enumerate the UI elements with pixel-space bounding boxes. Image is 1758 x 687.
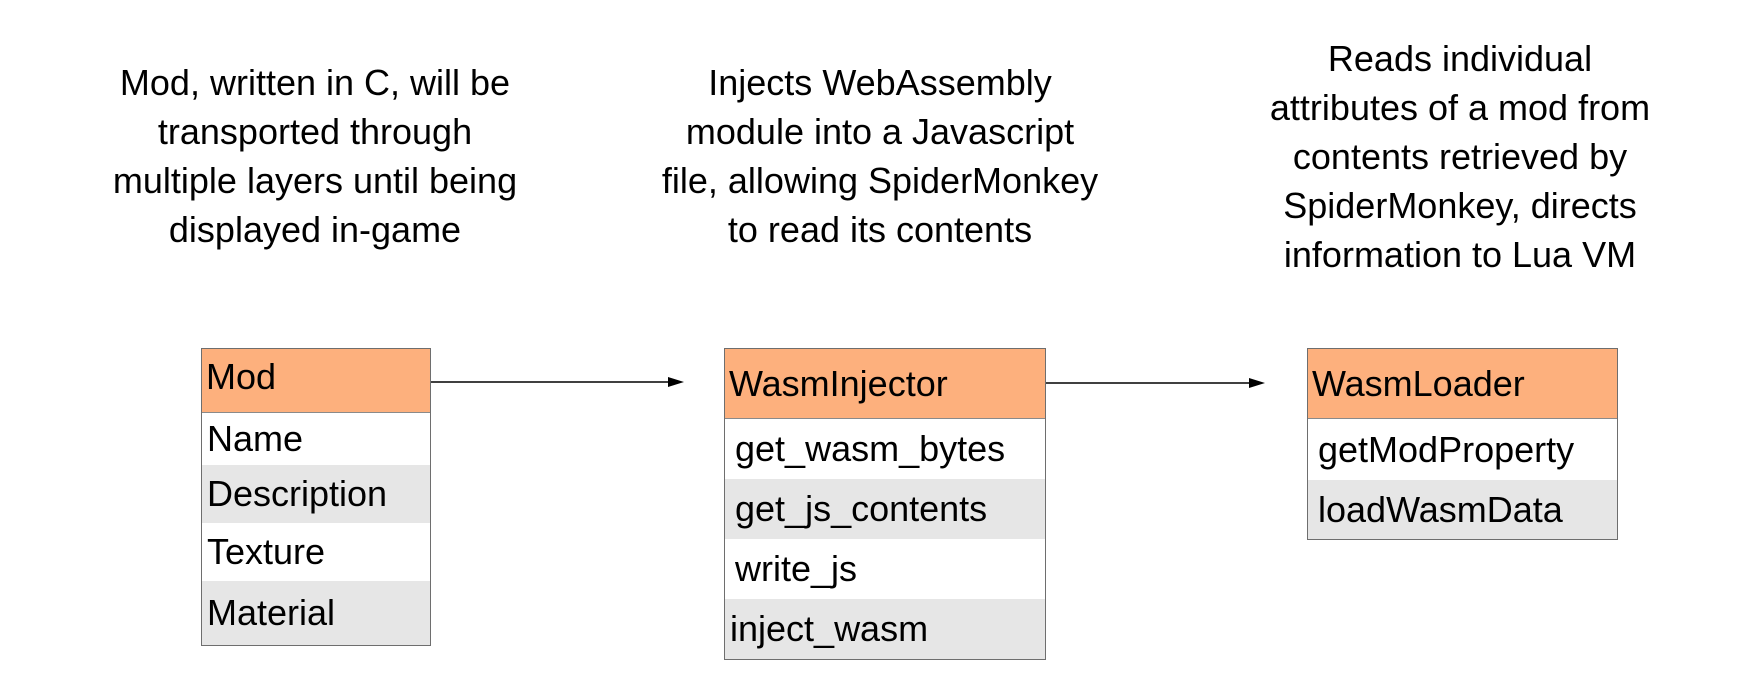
description-line: Reads individual [1327,38,1593,79]
description-line: file, allowing SpiderMonkey [661,160,1099,201]
mod-attribute-row: Material [202,581,430,645]
description-line: contents retrieved by [1292,136,1628,177]
description-line: Injects WebAssembly [708,62,1052,103]
wasm-injector-method-row: write_js [735,548,858,589]
loader-description: Reads individual attributes of a mod fro… [1245,34,1675,279]
mod-to-injector-arrow [431,377,684,387]
description-line: information to Lua VM [1283,234,1637,275]
description-line: module into a Javascript [685,111,1075,152]
description-line: attributes of a mod from [1269,87,1651,128]
mod-attribute-row: Description [202,465,430,523]
mod-class-box[interactable]: Mod Name Description Texture Material [201,348,431,646]
mod-attribute-row: Name [207,418,304,459]
injector-description: Injects WebAssembly module into a Javasc… [640,58,1120,254]
mod-description: Mod, written in C, will be transported t… [90,58,540,254]
wasm-injector-method-row: inject_wasm [725,599,1045,659]
wasm-injector-class-box[interactable]: WasmInjector get_wasm_bytes get_js_conte… [724,348,1046,660]
mod-class-title: Mod [202,349,430,413]
wasm-loader-class-box[interactable]: WasmLoader getModProperty loadWasmData [1307,348,1618,540]
description-line: displayed in-game [168,209,462,250]
wasm-loader-class-title: WasmLoader [1308,349,1617,419]
wasm-loader-method-row: getModProperty [1318,428,1575,470]
wasm-injector-method-row: get_js_contents [725,479,1045,539]
mod-attribute-row: Texture [207,531,326,572]
description-line: transported through [157,111,473,152]
description-line: to read its contents [727,209,1033,250]
wasm-loader-method-row: loadWasmData [1308,480,1617,539]
injector-to-loader-arrow [1046,378,1265,388]
description-line: Mod, written in C, will be [119,62,511,103]
wasm-injector-method-row: get_wasm_bytes [735,428,1006,469]
wasm-injector-class-title: WasmInjector [725,349,1045,419]
description-line: multiple layers until being [112,160,518,201]
description-line: SpiderMonkey, directs [1283,185,1637,226]
